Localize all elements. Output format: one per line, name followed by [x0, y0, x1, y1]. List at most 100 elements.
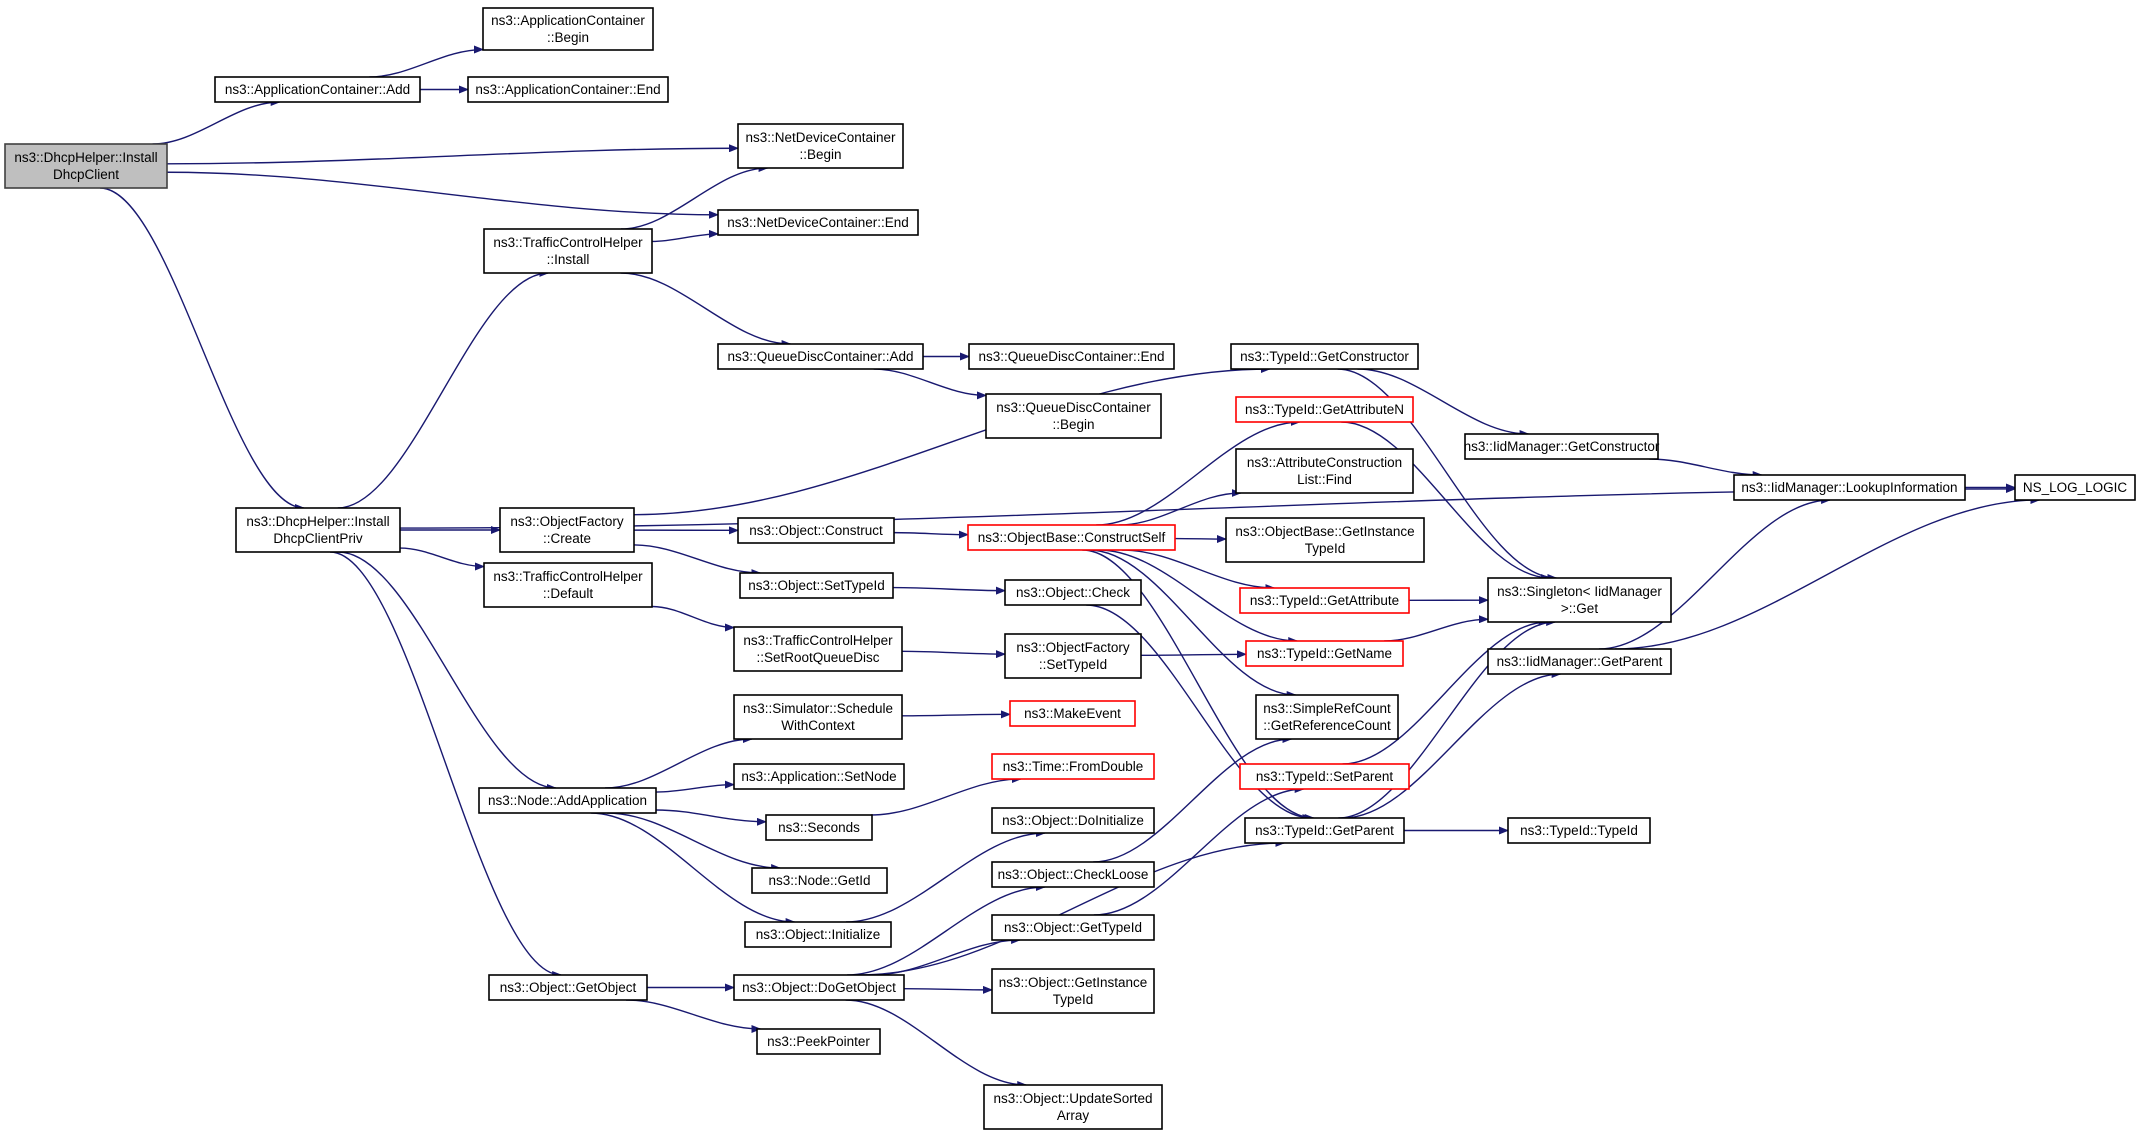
node-ns3-applicationcontainer-add[interactable]: ns3::ApplicationContainer::Add [214, 76, 421, 103]
node-ns3-object-getobject[interactable]: ns3::Object::GetObject [488, 974, 648, 1001]
call-edge [893, 530, 969, 539]
node-ns3-queuedisccontainer-begin[interactable]: ns3::QueueDiscContainer::Begin [985, 393, 1162, 439]
call-edge [651, 229, 719, 243]
call-edge [606, 812, 782, 872]
node-box [488, 974, 648, 1001]
node-label: ns3::Time::FromDouble [1003, 759, 1144, 774]
node-ns3-object-check[interactable]: ns3::Object::Check [1004, 579, 1142, 606]
call-edge [620, 164, 769, 230]
node-ns3-typeid-getattribute[interactable]: ns3::TypeId::GetAttribute [1239, 587, 1410, 614]
node-ns3-trafficcontrolhelper-setrootqueuedisc[interactable]: ns3::TrafficControlHelper::SetRootQueueD… [733, 626, 903, 672]
node-ns3-seconds[interactable]: ns3::Seconds [765, 814, 873, 841]
node-ns3-iidmanager-lookupinformation[interactable]: ns3::IidManager::LookupInformation [1733, 474, 1966, 501]
node-label: Array [1057, 1108, 1090, 1123]
node-ns3-trafficcontrolhelper-install[interactable]: ns3::TrafficControlHelper::Install [483, 228, 653, 274]
node-ns3-object-gettypeid[interactable]: ns3::Object::GetTypeId [991, 914, 1155, 941]
node-ns3-object-checkloose[interactable]: ns3::Object::CheckLoose [991, 861, 1155, 888]
node-label: ns3::DhcpHelper::Install [246, 514, 389, 529]
node-ns3-iidmanager-getparent[interactable]: ns3::IidManager::GetParent [1487, 648, 1672, 675]
node-label: ns3::TypeId::GetParent [1255, 823, 1394, 838]
node-label: ::Default [543, 586, 594, 601]
node-box [1235, 448, 1414, 494]
node-label: ns3::Node::GetId [768, 873, 870, 888]
node-ns3-netdevicecontainer-begin[interactable]: ns3::NetDeviceContainer::Begin [737, 123, 904, 169]
node-ns3-object-doinitialize[interactable]: ns3::Object::DoInitialize [991, 807, 1155, 834]
node-ns3-netdevicecontainer-end[interactable]: ns3::NetDeviceContainer::End [717, 209, 919, 236]
node-box [983, 1084, 1163, 1130]
node-ns3-node-addapplication[interactable]: ns3::Node::AddApplication [478, 787, 657, 814]
node-ns3-objectfactory-create[interactable]: ns3::ObjectFactory::Create [499, 507, 635, 553]
node-label: ns3::MakeEvent [1024, 706, 1121, 721]
node-ns3-application-setnode[interactable]: ns3::Application::SetNode [733, 763, 905, 790]
node-label: ns3::QueueDiscContainer [996, 400, 1151, 415]
node-label: ::SetTypeId [1039, 657, 1107, 672]
node-box [483, 562, 653, 608]
node-ns3-singleton-iidmanager-get[interactable]: ns3::Singleton< IidManager >::Get [1487, 577, 1672, 623]
node-label: ::SetRootQueueDisc [756, 650, 879, 665]
node-ns3-typeid-getconstructor[interactable]: ns3::TypeId::GetConstructor [1230, 343, 1419, 370]
node-ns3-objectfactory-settypeid[interactable]: ns3::ObjectFactory::SetTypeId [1004, 633, 1142, 679]
call-edge [166, 144, 739, 165]
node-label: ns3::SimpleRefCount [1263, 701, 1391, 716]
node-box [1239, 763, 1410, 790]
node-label: ns3::IidManager::GetConstructor [1464, 439, 1660, 454]
node-ns3-typeid-setparent[interactable]: ns3::TypeId::SetParent [1239, 763, 1410, 790]
node-label: ns3::Application::SetNode [741, 769, 896, 784]
call-edge [1121, 549, 1276, 592]
node-ns3-objectbase-constructself[interactable]: ns3::ObjectBase::ConstructSelf [967, 524, 1176, 551]
node-ns3-trafficcontrolhelper-default[interactable]: ns3::TrafficControlHelper::Default [483, 562, 653, 608]
node-ns3-object-construct[interactable]: ns3::Object::Construct [737, 517, 895, 544]
call-edge [1140, 650, 1247, 659]
node-label: ns3::Object::GetObject [500, 980, 637, 995]
node-box [751, 867, 888, 894]
node-ns3-object-settypeid[interactable]: ns3::Object::SetTypeId [739, 572, 894, 599]
node-label: ns3::Object::UpdateSorted [993, 1091, 1152, 1106]
node-ns3-typeid-getname[interactable]: ns3::TypeId::GetName [1245, 640, 1404, 667]
node-ns3-queuedisccontainer-end[interactable]: ns3::QueueDiscContainer::End [968, 343, 1175, 370]
call-edge [847, 883, 1046, 976]
node-ns3-node-getid[interactable]: ns3::Node::GetId [751, 867, 888, 894]
node-box [991, 753, 1155, 780]
node-ns3-simplerefcount-getreferencecount[interactable]: ns3::SimpleRefCount::GetReferenceCount [1255, 694, 1399, 740]
node-label: ns3::TypeId::TypeId [1520, 823, 1638, 838]
node-box [1004, 633, 1142, 679]
call-edge [1342, 618, 1549, 765]
node-ns3-applicationcontainer-begin[interactable]: ns3::ApplicationContainer::Begin [482, 7, 654, 51]
node-ns3-iidmanager-getconstructor[interactable]: ns3::IidManager::GetConstructor [1464, 433, 1660, 460]
node-ns-log-logic[interactable]: NS_LOG_LOGIC [2014, 474, 2136, 501]
node-ns3-time-fromdouble[interactable]: ns3::Time::FromDouble [991, 753, 1155, 780]
node-box [1733, 474, 1966, 501]
node-label: ns3::ObjectBase::ConstructSelf [978, 530, 1166, 545]
call-edge [1174, 535, 1227, 544]
node-box [991, 968, 1155, 1014]
node-label: ns3::Object::Initialize [756, 927, 881, 942]
call-edge [845, 999, 1028, 1089]
node-label: ns3::PeekPointer [767, 1034, 870, 1049]
node-box [1255, 694, 1399, 740]
node-ns3-makeevent[interactable]: ns3::MakeEvent [1009, 700, 1136, 727]
node-ns3-queuedisccontainer-add[interactable]: ns3::QueueDiscContainer::Add [717, 343, 924, 370]
node-box [483, 228, 653, 274]
node-ns3-typeid-getattributen[interactable]: ns3::TypeId::GetAttributeN [1235, 396, 1414, 423]
node-box [744, 921, 892, 948]
call-edge [337, 269, 550, 509]
node-ns3-applicationcontainer-end[interactable]: ns3::ApplicationContainer::End [467, 76, 669, 103]
node-ns3-object-dogetobject[interactable]: ns3::Object::DoGetObject [733, 974, 905, 1001]
node-ns3-object-initialize[interactable]: ns3::Object::Initialize [744, 921, 892, 948]
node-label: ns3::ObjectFactory [510, 514, 624, 529]
node-box [1464, 433, 1659, 460]
call-edge [1093, 785, 1305, 916]
node-ns3-typeid-typeid[interactable]: ns3::TypeId::TypeId [1507, 817, 1651, 844]
call-edge [1615, 496, 2041, 650]
node-box [756, 1028, 881, 1055]
node-ns3-typeid-getparent[interactable]: ns3::TypeId::GetParent [1244, 817, 1405, 844]
node-label: ns3::Object::GetTypeId [1004, 920, 1142, 935]
node-ns3-peekpointer[interactable]: ns3::PeekPointer [756, 1028, 881, 1055]
